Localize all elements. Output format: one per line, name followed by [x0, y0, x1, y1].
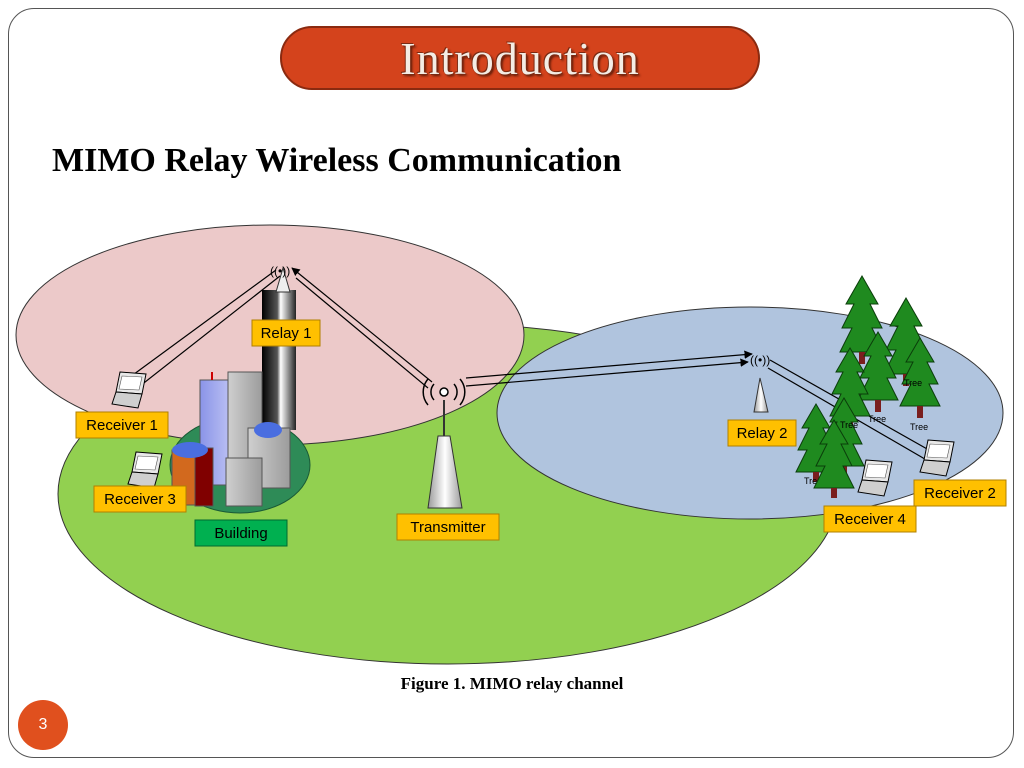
- link-transmitter-relay1: [291, 267, 433, 383]
- tree-label: Tree: [904, 378, 922, 388]
- relay1-tower-icon: ((•)): [262, 264, 296, 430]
- label-transmitter: Transmitter: [396, 513, 500, 541]
- slide-title: Introduction: [400, 32, 640, 84]
- link-relay1-receiver1: [125, 269, 277, 381]
- forest-icon: Tree Tree Tree Tree Tree: [795, 274, 941, 498]
- svg-text:Receiver 2: Receiver 2: [924, 485, 996, 502]
- tree-icon: Tree: [857, 331, 899, 424]
- receiver2-laptop-icon: [919, 439, 955, 477]
- tree-label: Tree: [868, 414, 886, 424]
- tree-label: Tree: [804, 476, 822, 486]
- svg-text:Relay 1: Relay 1: [261, 325, 312, 342]
- receiver4-laptop-icon: [857, 459, 893, 497]
- label-receiver4: Receiver 4: [823, 505, 917, 533]
- svg-text:((•)): ((•)): [750, 353, 770, 367]
- slide-subtitle: MIMO Relay Wireless Communication: [52, 142, 622, 179]
- svg-text:Transmitter: Transmitter: [410, 519, 485, 536]
- link-transmitter-relay1-b: [295, 277, 429, 389]
- tree-icon: [813, 419, 855, 498]
- svg-text:((•)): ((•)): [270, 264, 290, 278]
- title-banner: Introduction: [280, 26, 760, 90]
- building-cluster-icon: [171, 371, 291, 507]
- label-receiver1: Receiver 1: [75, 411, 169, 439]
- tree-icon: [839, 274, 885, 364]
- label-receiver2: Receiver 2: [913, 479, 1007, 507]
- link-transmitter-relay2: [465, 350, 753, 379]
- label-receiver3: Receiver 3: [93, 485, 187, 513]
- page-number-badge: 3: [18, 700, 68, 750]
- receiver3-laptop-icon: [127, 451, 163, 489]
- tree-icon: Tree Tree: [899, 337, 941, 432]
- relay2-tower-icon: ((•)): [750, 353, 770, 413]
- svg-text:Building: Building: [214, 525, 267, 542]
- page-number: 3: [38, 716, 48, 733]
- svg-text:Receiver 4: Receiver 4: [834, 511, 906, 528]
- svg-text:Receiver 1: Receiver 1: [86, 417, 158, 434]
- label-relay1: Relay 1: [251, 319, 321, 347]
- receiver1-laptop-icon: [111, 371, 147, 409]
- svg-text:Relay 2: Relay 2: [737, 425, 788, 442]
- label-building: Building: [194, 519, 288, 547]
- svg-text:Receiver 3: Receiver 3: [104, 491, 176, 508]
- figure-caption: Figure 1. MIMO relay channel: [400, 674, 624, 693]
- label-relay2: Relay 2: [727, 419, 797, 447]
- transmitter-tower-icon: [422, 378, 466, 509]
- tree-label: Tree: [910, 422, 928, 432]
- tree-label: Tree: [840, 420, 858, 430]
- link-relay1-receiver1-b: [139, 275, 281, 387]
- link-transmitter-relay2-b: [465, 358, 749, 387]
